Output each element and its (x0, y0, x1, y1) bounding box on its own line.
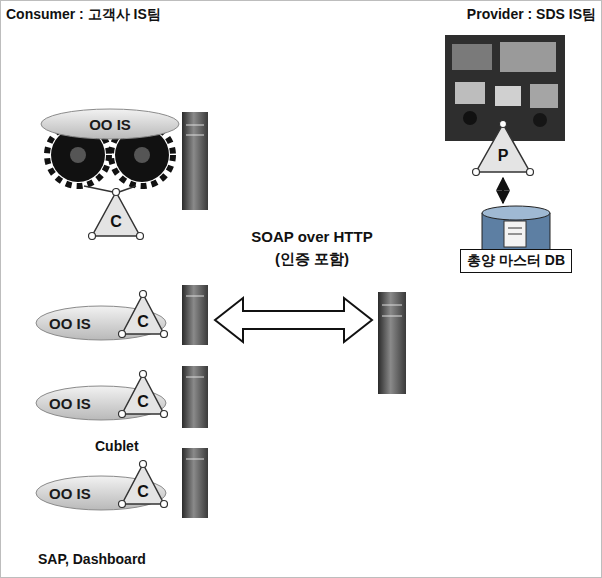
db-label: 총양 마스터 DB (460, 249, 572, 273)
system-caption: SAP, Dashboard (38, 551, 146, 567)
server-icon (182, 112, 208, 210)
system-ellipse: OO IS (40, 108, 180, 140)
system-name: OO IS (49, 485, 91, 502)
system-name: OO IS (49, 395, 91, 412)
component-triangle: C (118, 290, 168, 338)
link-line (119, 186, 136, 192)
system-caption: Cublet (95, 438, 139, 454)
protocol-label: SOAP over HTTP (인증 포함) (244, 226, 380, 270)
side-heading: Consumer : 고객사 IS팀 (6, 6, 161, 24)
component-triangle: C (88, 188, 144, 240)
component-letter: C (118, 460, 168, 501)
component-letter: P (472, 120, 534, 165)
component-triangle: P (472, 120, 534, 176)
component-letter: C (118, 290, 168, 331)
server-icon (182, 366, 208, 428)
component-triangle: C (118, 370, 168, 418)
database-cylinder: 총양 마스터 DB (440, 205, 592, 275)
server-icon (182, 285, 208, 345)
component-letter: C (88, 188, 144, 231)
server-icon (182, 448, 208, 518)
double-arrow (215, 298, 372, 342)
system-name: OO IS (89, 116, 131, 133)
server-icon (378, 292, 406, 394)
link-line (84, 186, 113, 192)
component-triangle: C (118, 460, 168, 508)
connector-arrow (502, 178, 504, 203)
side-heading: Provider : SDS IS팀 (467, 6, 596, 24)
system-name: OO IS (49, 315, 91, 332)
component-letter: C (118, 370, 168, 411)
office-photo (445, 35, 565, 141)
